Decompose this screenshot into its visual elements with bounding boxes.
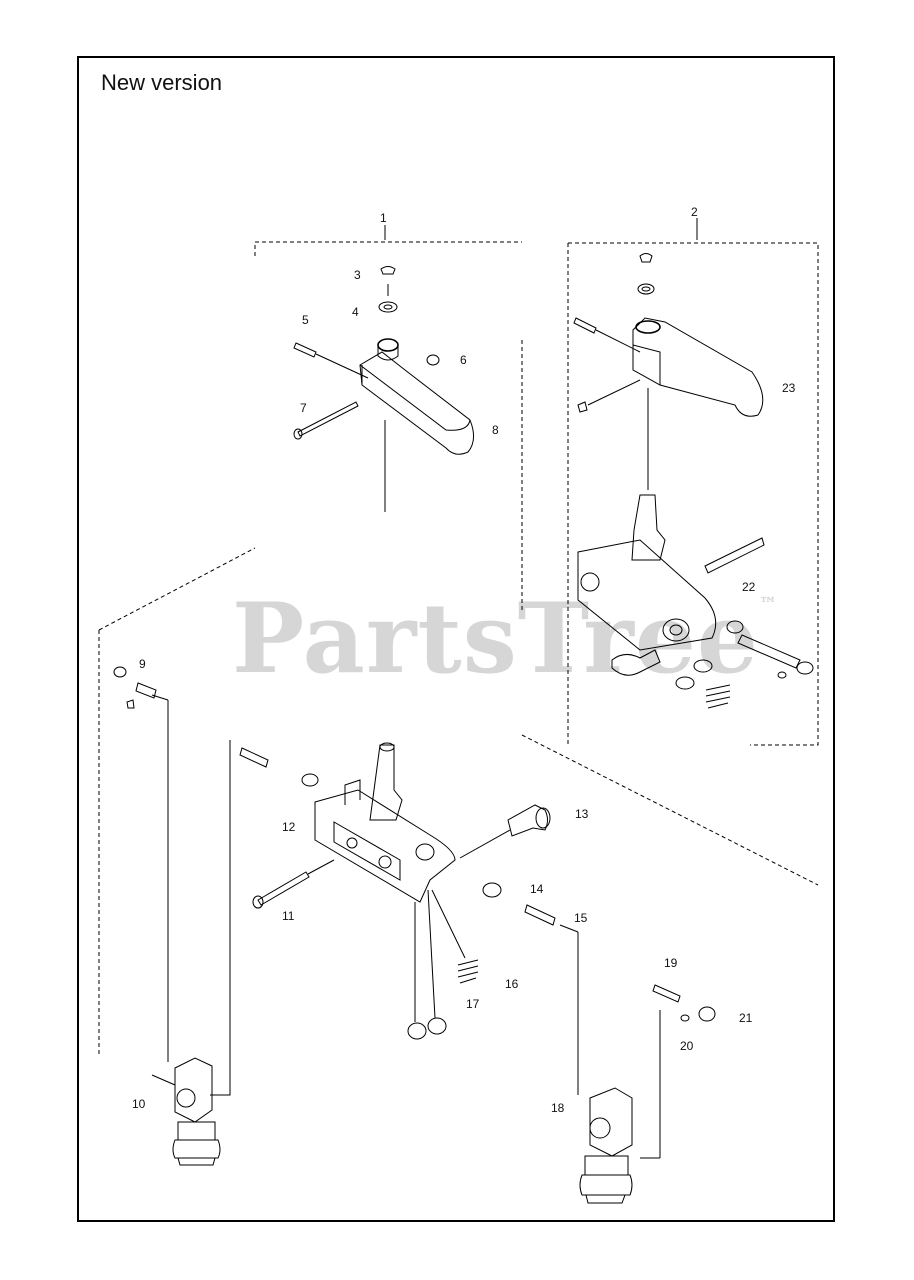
callout-8: 8 [492, 423, 499, 437]
callout-5: 5 [302, 313, 309, 327]
callout-16: 16 [505, 977, 519, 991]
callout-3: 3 [354, 268, 361, 282]
callout-7: 7 [300, 401, 307, 415]
routing-lines [151, 694, 661, 1159]
callout-21: 21 [739, 1011, 753, 1025]
callout-23: 23 [782, 381, 796, 395]
lever-assembly-1 [293, 266, 474, 512]
callout-19: 19 [664, 956, 678, 970]
callout-10: 10 [132, 1097, 146, 1111]
yoke-10 [172, 1057, 221, 1166]
callout-11: 11 [282, 909, 295, 923]
small-parts-19-21 [652, 984, 716, 1022]
group-box-main [98, 547, 819, 1055]
callout-18: 18 [551, 1101, 565, 1115]
main-knuckle [239, 742, 556, 1040]
callout-20: 20 [680, 1039, 694, 1053]
callout-17: 17 [466, 997, 480, 1011]
callout-15: 15 [574, 911, 588, 925]
diagram-frame [77, 56, 835, 1222]
callout-22: 22 [742, 580, 756, 594]
yoke-18 [579, 1087, 633, 1204]
callout-12: 12 [282, 820, 296, 834]
callout-1: 1 [380, 211, 387, 225]
small-parts-9 [113, 666, 157, 709]
callout-labels: 1 2 3 4 5 6 7 8 9 10 11 12 13 14 15 16 1… [132, 205, 796, 1115]
group-box-1 [254, 241, 523, 610]
lever-assembly-2 [573, 253, 814, 709]
callout-9: 9 [139, 657, 146, 671]
callout-2: 2 [691, 205, 698, 219]
group-box-2 [567, 242, 819, 746]
callout-14: 14 [530, 882, 544, 896]
callout-4: 4 [352, 305, 359, 319]
diagram-title: New version [101, 70, 223, 95]
callout-6: 6 [460, 353, 467, 367]
callout-13: 13 [575, 807, 589, 821]
